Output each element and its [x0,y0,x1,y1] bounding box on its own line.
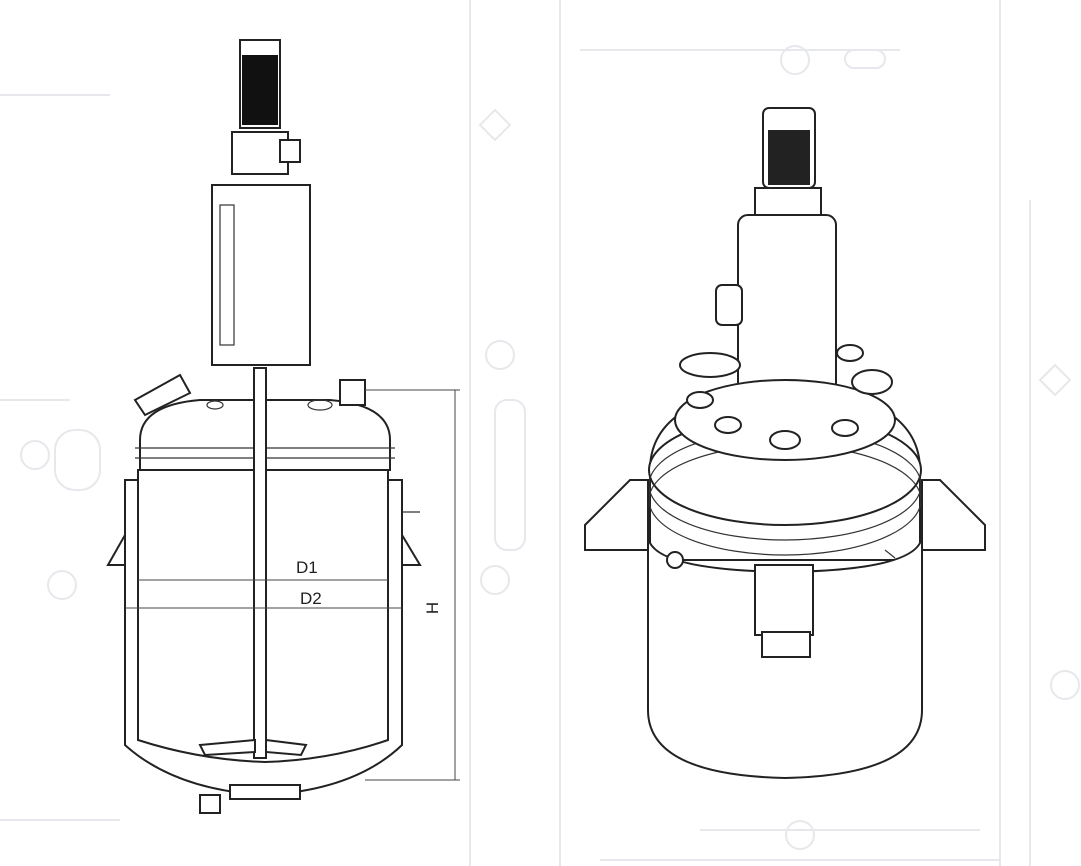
reactor-isometric-view [584,107,986,780]
iso-drive-housing [737,214,837,396]
reactor-elevation-view: D1 D2 H [106,39,460,814]
agitator-shaft [253,367,267,759]
dimension-d1-label: D1 [296,558,318,577]
gearbox [231,131,289,175]
agitator-drive-housing [211,184,311,366]
dimension-d2-label: D2 [300,589,322,608]
dimension-h-label: H [423,602,442,614]
